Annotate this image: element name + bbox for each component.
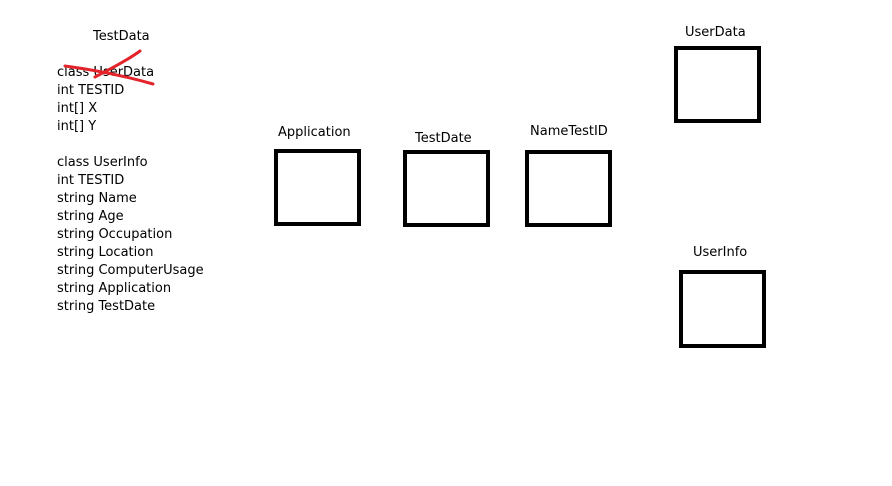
code-line: string Name bbox=[57, 191, 137, 206]
testdata-label: TestData bbox=[93, 29, 150, 44]
userinfo-box bbox=[679, 270, 766, 348]
userdata-box bbox=[674, 46, 761, 123]
testdate-label: TestDate bbox=[415, 131, 472, 146]
nametestid-label: NameTestID bbox=[530, 124, 608, 139]
strike-stroke-1 bbox=[63, 64, 155, 86]
code-line: string Application bbox=[57, 281, 172, 296]
userinfo-label: UserInfo bbox=[693, 245, 748, 260]
code-line: class UserInfo bbox=[57, 155, 148, 170]
testdate-box bbox=[403, 150, 490, 227]
code-line: int TESTID bbox=[57, 173, 125, 188]
userdata-label: UserData bbox=[685, 25, 746, 40]
code-line: int[] Y bbox=[57, 119, 97, 134]
strike-stroke-2 bbox=[93, 49, 142, 79]
code-line: string ComputerUsage bbox=[57, 263, 204, 278]
nametestid-box bbox=[525, 150, 612, 227]
code-line: int[] X bbox=[57, 101, 98, 116]
code-line: string Occupation bbox=[57, 227, 173, 242]
code-line: string TestDate bbox=[57, 299, 156, 314]
code-line: string Location bbox=[57, 245, 154, 260]
code-line: string Age bbox=[57, 209, 124, 224]
application-label: Application bbox=[278, 125, 351, 140]
code-line: int TESTID bbox=[57, 83, 125, 98]
application-box bbox=[274, 149, 361, 226]
